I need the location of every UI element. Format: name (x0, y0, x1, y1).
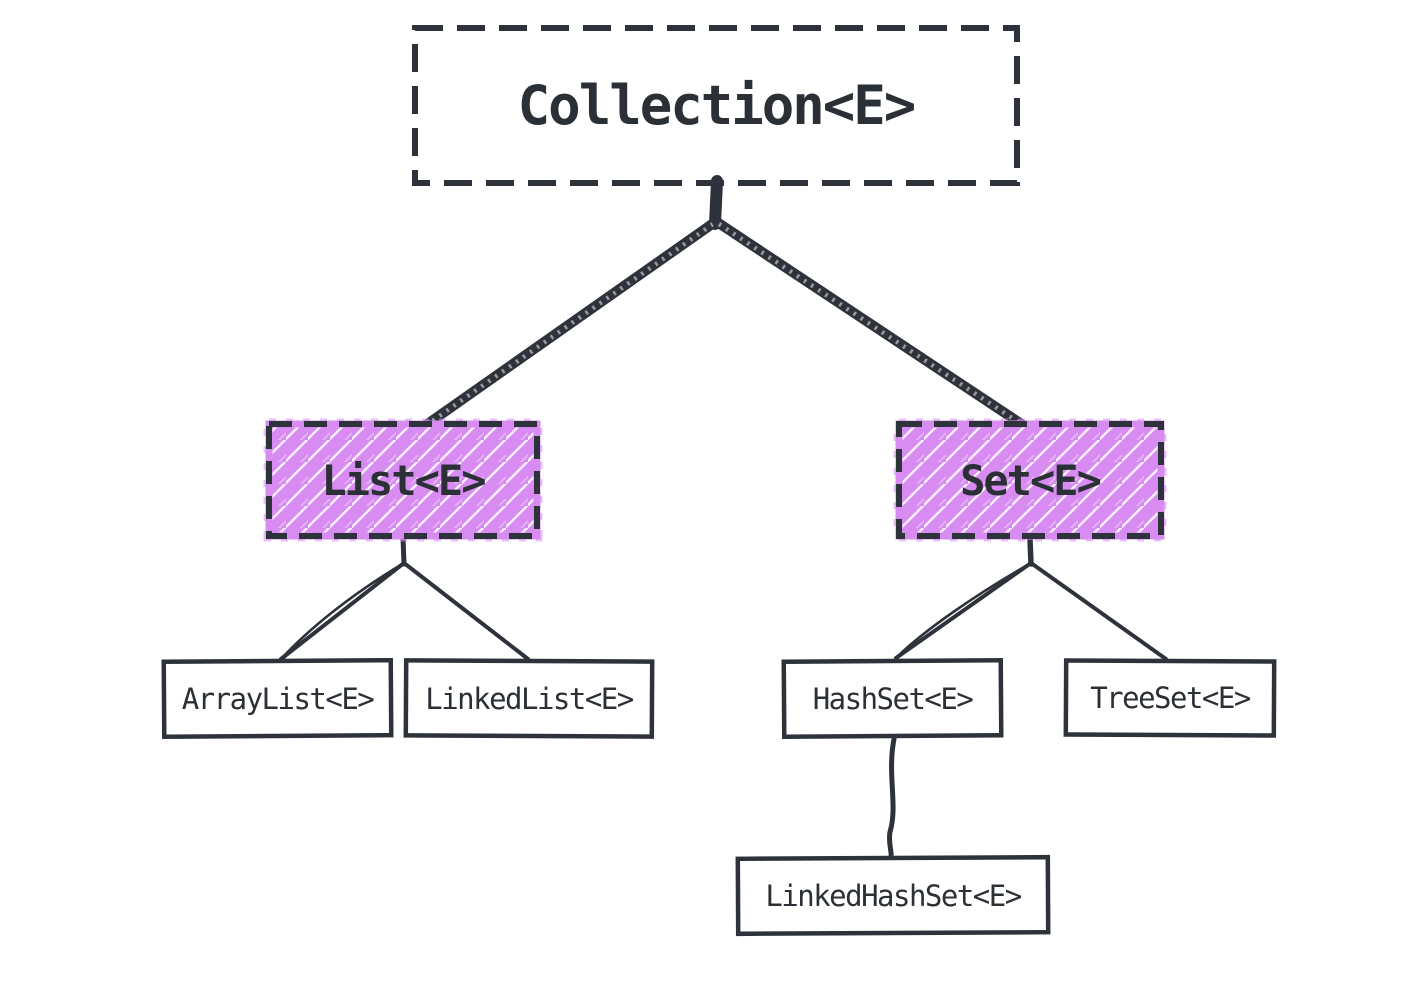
node-box-linkedlist (403, 658, 655, 739)
edge-set-to-hashset-second-stroke (896, 561, 1033, 658)
edge-list-to-arraylist-second-stroke (281, 561, 406, 659)
node-collection-label: Collection<E> (517, 74, 917, 137)
edge-list-to-arraylist (279, 561, 406, 661)
node-box-treeset (1063, 658, 1277, 738)
node-arraylist[interactable]: ArrayList<E> (164, 661, 391, 736)
node-box-hashset (781, 657, 1004, 740)
edge-list-to-linkedlist (402, 561, 530, 661)
node-linkedlist[interactable]: LinkedList<E> (406, 661, 652, 736)
edge-hashset-to-linkedhashset (886, 736, 897, 860)
node-set[interactable]: Set<E> (899, 424, 1161, 536)
node-hashset-label: HashSet<E> (812, 681, 974, 716)
node-list-label: List<E> (321, 455, 486, 505)
edge-collection-to-set-texture (717, 222, 1023, 426)
edge-collection-stub (709, 175, 723, 230)
edge-set-stem (1027, 536, 1034, 567)
edge-collection-to-list-texture (426, 222, 715, 426)
node-arraylist-label: ArrayList<E> (181, 681, 375, 716)
node-linkedhashset[interactable]: LinkedHashSet<E> (738, 858, 1048, 933)
node-treeset-label: TreeSet<E> (1090, 681, 1251, 715)
node-collection[interactable]: Collection<E> (415, 28, 1017, 183)
node-box-set (896, 421, 1164, 539)
node-box-list (266, 421, 540, 539)
edge-set-to-treeset (1029, 561, 1168, 661)
node-list[interactable]: List<E> (269, 424, 537, 536)
edge-collection-to-list (421, 217, 720, 430)
node-linkedlist-label: LinkedList<E> (425, 681, 634, 716)
edge-list-stem (400, 535, 407, 567)
node-linkedhashset-label: LinkedHashSet<E> (765, 878, 1022, 913)
edge-set-to-hashset (894, 561, 1033, 660)
node-hashset[interactable]: HashSet<E> (784, 661, 1001, 736)
node-box-linkedhashset (735, 854, 1051, 937)
node-treeset[interactable]: TreeSet<E> (1066, 661, 1274, 735)
node-box-collection (412, 25, 1020, 186)
node-box-arraylist (161, 657, 394, 740)
node-set-label: Set<E> (960, 455, 1102, 505)
